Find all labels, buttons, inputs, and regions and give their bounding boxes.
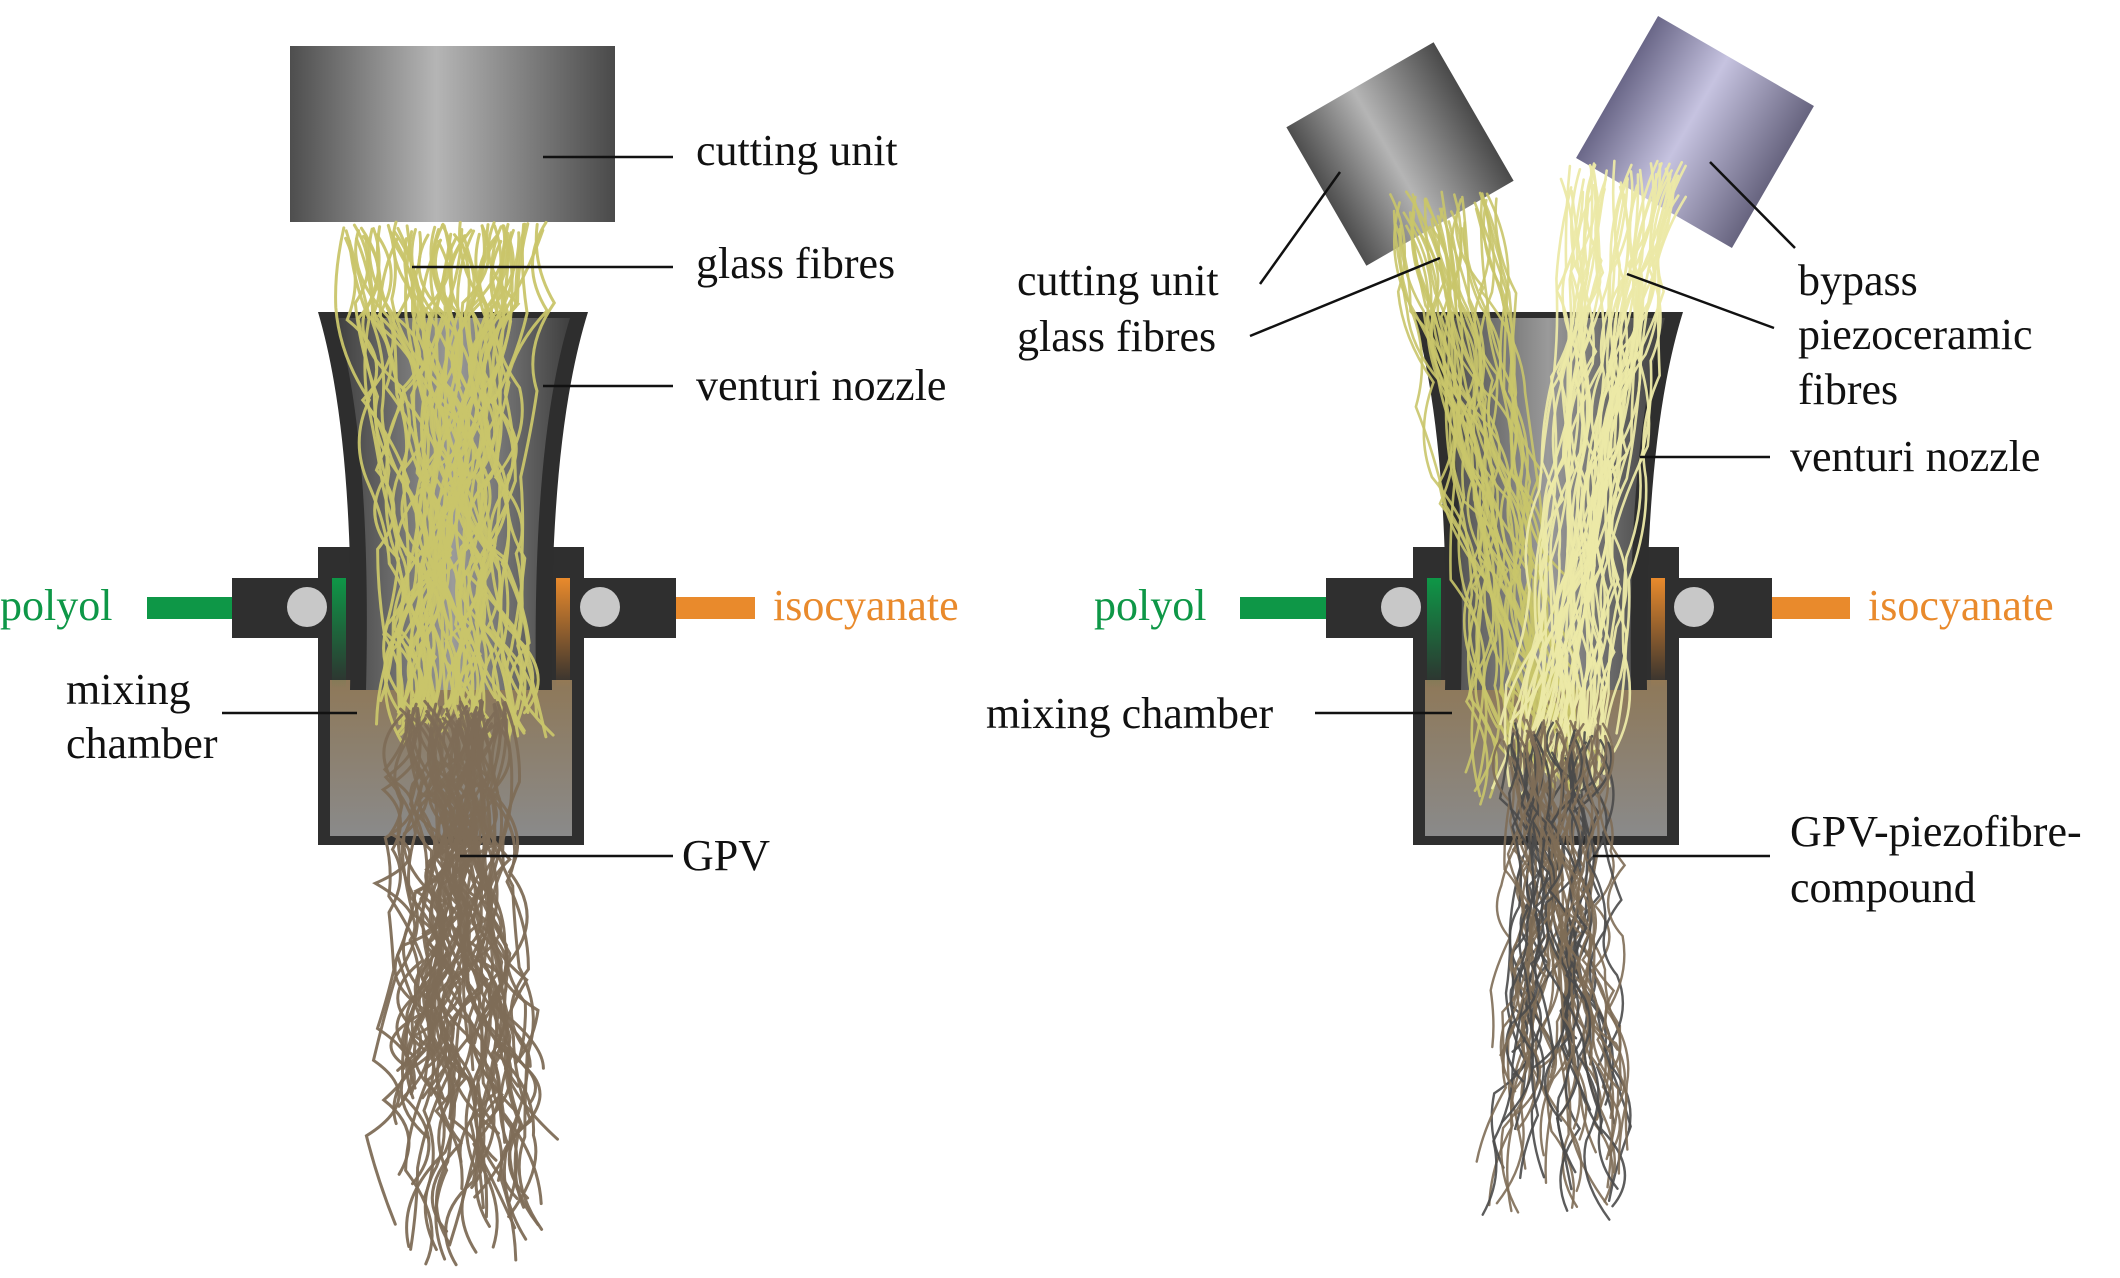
fibre-strand — [429, 726, 540, 1065]
label-left-isocyanate: isocyanate — [773, 581, 959, 630]
fibre-strand — [411, 234, 498, 703]
fibre-strand — [1520, 178, 1585, 776]
label-left-mixing-chamber-line2: chamber — [66, 719, 218, 768]
label-right-bypass: bypass — [1798, 256, 1918, 305]
label-left-cutting-unit: cutting unit — [696, 126, 898, 175]
fibre-strand — [1501, 722, 1535, 1124]
fibre-strand — [1597, 722, 1630, 1151]
fibre-strand — [1457, 195, 1489, 806]
fibre-strand — [384, 238, 442, 745]
fibre-strand — [1454, 198, 1556, 724]
label-right-venturi-nozzle: venturi nozzle — [1790, 432, 2041, 481]
fibre-strand — [352, 223, 459, 726]
fibre-strand — [1583, 731, 1632, 1131]
fibre-strand — [1533, 168, 1598, 764]
fibre-strand — [1471, 196, 1501, 792]
fibre-strand — [1610, 162, 1671, 735]
fibre-strand — [364, 237, 515, 710]
fibre-strand — [1518, 162, 1663, 802]
fibre-strand — [1555, 163, 1633, 744]
fibre-strand — [1571, 181, 1630, 764]
fibre-strand — [486, 707, 540, 1227]
right-assembly — [1240, 15, 1850, 1221]
left-assembly — [147, 46, 755, 1267]
fibre-strand — [400, 709, 449, 1103]
fibre-strand — [1569, 163, 1603, 755]
fibre-strand — [1389, 193, 1519, 768]
fibre-strand — [450, 220, 488, 719]
fibre-strand — [1559, 744, 1592, 1111]
fibre-strand — [1508, 757, 1627, 1107]
label-right-piezoceramic-line2: fibres — [1798, 365, 1899, 414]
fibre-strand — [1525, 733, 1620, 1161]
label-left-venturi-nozzle: venturi nozzle — [696, 361, 947, 410]
fibre-strand — [399, 224, 507, 736]
leader-lines — [222, 155, 1796, 858]
label-right-polyol: polyol — [1094, 581, 1207, 630]
fibre-strand — [436, 239, 515, 725]
label-right-glass-fibres: glass fibres — [1017, 312, 1217, 361]
fibre-strand — [439, 222, 529, 733]
fibre-strand — [1575, 162, 1596, 750]
label-right-compound-line1: GPV-piezofibre- — [1790, 807, 2082, 856]
fibre-strand — [445, 707, 518, 1262]
fibre-strand — [489, 224, 527, 725]
fibre-strand — [396, 228, 464, 713]
fibre-strand — [434, 705, 500, 1135]
label-left-glass-fibres: glass fibres — [696, 239, 896, 288]
fibre-strand — [1612, 167, 1672, 753]
leader-right-piezo-fibres — [1626, 272, 1775, 330]
label-left-gpv: GPV — [682, 831, 771, 880]
fibre-strand — [1494, 197, 1555, 767]
fibre-strand — [348, 239, 404, 722]
left-fibre-stream — [334, 220, 559, 1267]
fibre-strand — [375, 721, 422, 1096]
label-right-isocyanate: isocyanate — [1868, 581, 2054, 630]
fibre-strand — [488, 238, 515, 745]
right-fibre-stream — [1389, 159, 1687, 1221]
label-right-piezoceramic-line1: piezoceramic — [1798, 310, 2033, 359]
fibre-strand — [457, 717, 538, 1219]
left-cutting-unit — [290, 46, 615, 222]
fibre-strand — [462, 699, 500, 1249]
leader-right-cutting-unit — [1258, 171, 1342, 285]
fibre-strand — [1555, 729, 1580, 1072]
label-right-compound-line2: compound — [1790, 863, 1976, 912]
fibre-strand — [410, 228, 531, 735]
fibre-strand — [1543, 752, 1614, 1119]
fibre-strand — [1599, 162, 1655, 726]
fibre-strand — [437, 712, 504, 1162]
fibre-strand — [1505, 734, 1576, 1083]
fibre-strand — [1531, 186, 1573, 743]
fibre-strand — [356, 234, 449, 710]
fibre-strand — [409, 724, 454, 1063]
label-right-mixing-chamber: mixing chamber — [986, 689, 1274, 738]
fibre-strand — [1568, 743, 1596, 1141]
label-right-cutting-unit: cutting unit — [1017, 256, 1219, 305]
fibre-strand — [422, 722, 497, 1199]
fibre-strand — [409, 223, 453, 739]
fibre-strand — [1509, 743, 1619, 1190]
fibre-strand — [411, 719, 493, 1070]
fibre-strand — [417, 224, 453, 741]
fibre-strand — [433, 238, 535, 707]
label-left-mixing-chamber-line1: mixing — [66, 665, 191, 714]
label-left-polyol: polyol — [0, 581, 113, 630]
leader-right-bypass — [1709, 161, 1796, 249]
fibre-strand — [1539, 162, 1662, 772]
fibre-strand — [481, 221, 527, 733]
fibre-strand — [1571, 748, 1610, 1130]
fibre-strand — [1500, 721, 1544, 1214]
fibre-strand — [1518, 753, 1547, 1180]
fibre-strand — [1541, 734, 1608, 1090]
fibre-strand — [1589, 167, 1671, 790]
leader-right-glass-fibres — [1249, 256, 1441, 338]
fibre-strand — [460, 220, 549, 732]
right-bypass — [1576, 15, 1814, 249]
fibre-strand — [1527, 746, 1563, 1122]
fibre-strand — [1561, 736, 1619, 1051]
